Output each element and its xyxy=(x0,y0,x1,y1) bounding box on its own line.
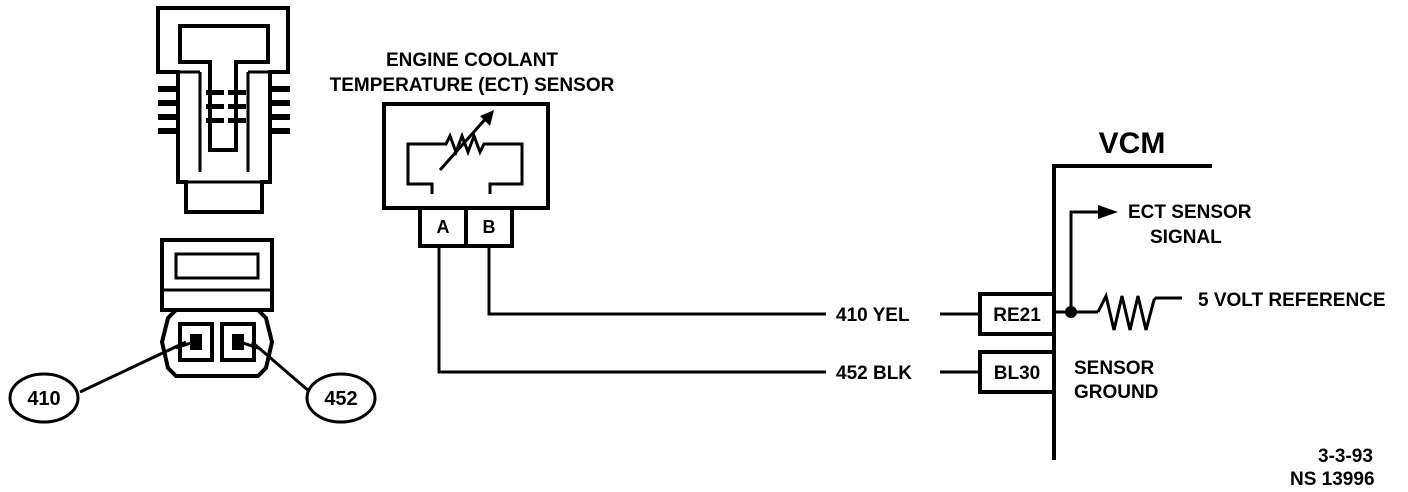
thermistor-icon xyxy=(438,110,494,171)
resistor-icon xyxy=(1096,291,1182,331)
callout-452: 452 xyxy=(251,340,377,424)
terminal-re21 xyxy=(978,292,1056,336)
wire-410: 410 YEL xyxy=(487,246,980,326)
signal-arrow-icon xyxy=(1098,205,1118,219)
ect-sensor: ENGINE COOLANT TEMPERATURE (ECT) SENSOR … xyxy=(330,50,615,248)
wire-410-label: 410 YEL xyxy=(836,305,910,326)
sensor-connector-illustration: 410 452 xyxy=(8,6,377,424)
ground-label-line1: SENSOR xyxy=(1074,358,1155,379)
reference-label: 5 VOLT REFERENCE xyxy=(1198,290,1386,311)
vcm-title: VCM xyxy=(1099,127,1166,160)
sensor-pin-a-label: A xyxy=(437,217,450,237)
terminal-re21-label: RE21 xyxy=(993,305,1041,326)
callout-410: 410 xyxy=(8,340,187,424)
sensor-pin-a xyxy=(418,206,468,248)
sensor-plug-body xyxy=(156,6,290,214)
signal-label-line2: SIGNAL xyxy=(1150,227,1222,248)
vcm-module: VCM RE21 BL30 ECT SENSOR SIGNAL 5 VOLT R… xyxy=(978,127,1386,460)
wire-452-label: 452 BLK xyxy=(836,363,912,384)
harness-connector-body xyxy=(159,238,275,378)
figure-date: 3-3-93 xyxy=(1318,446,1373,467)
sensor-pin-b-label: B xyxy=(483,217,496,237)
callout-410-label: 410 xyxy=(27,388,60,410)
wire-452: 452 BLK xyxy=(437,246,980,384)
terminal-bl30-label: BL30 xyxy=(994,363,1040,384)
ground-label-line2: GROUND xyxy=(1074,382,1158,403)
sensor-pin-b xyxy=(464,206,514,248)
sensor-title-line1: ENGINE COOLANT xyxy=(386,50,558,71)
terminal-bl30 xyxy=(978,350,1056,394)
callout-452-label: 452 xyxy=(324,388,357,410)
sensor-title-line2: TEMPERATURE (ECT) SENSOR xyxy=(330,75,615,96)
figure-ref: NS 13996 xyxy=(1290,469,1375,490)
signal-label-line1: ECT SENSOR xyxy=(1128,202,1252,223)
